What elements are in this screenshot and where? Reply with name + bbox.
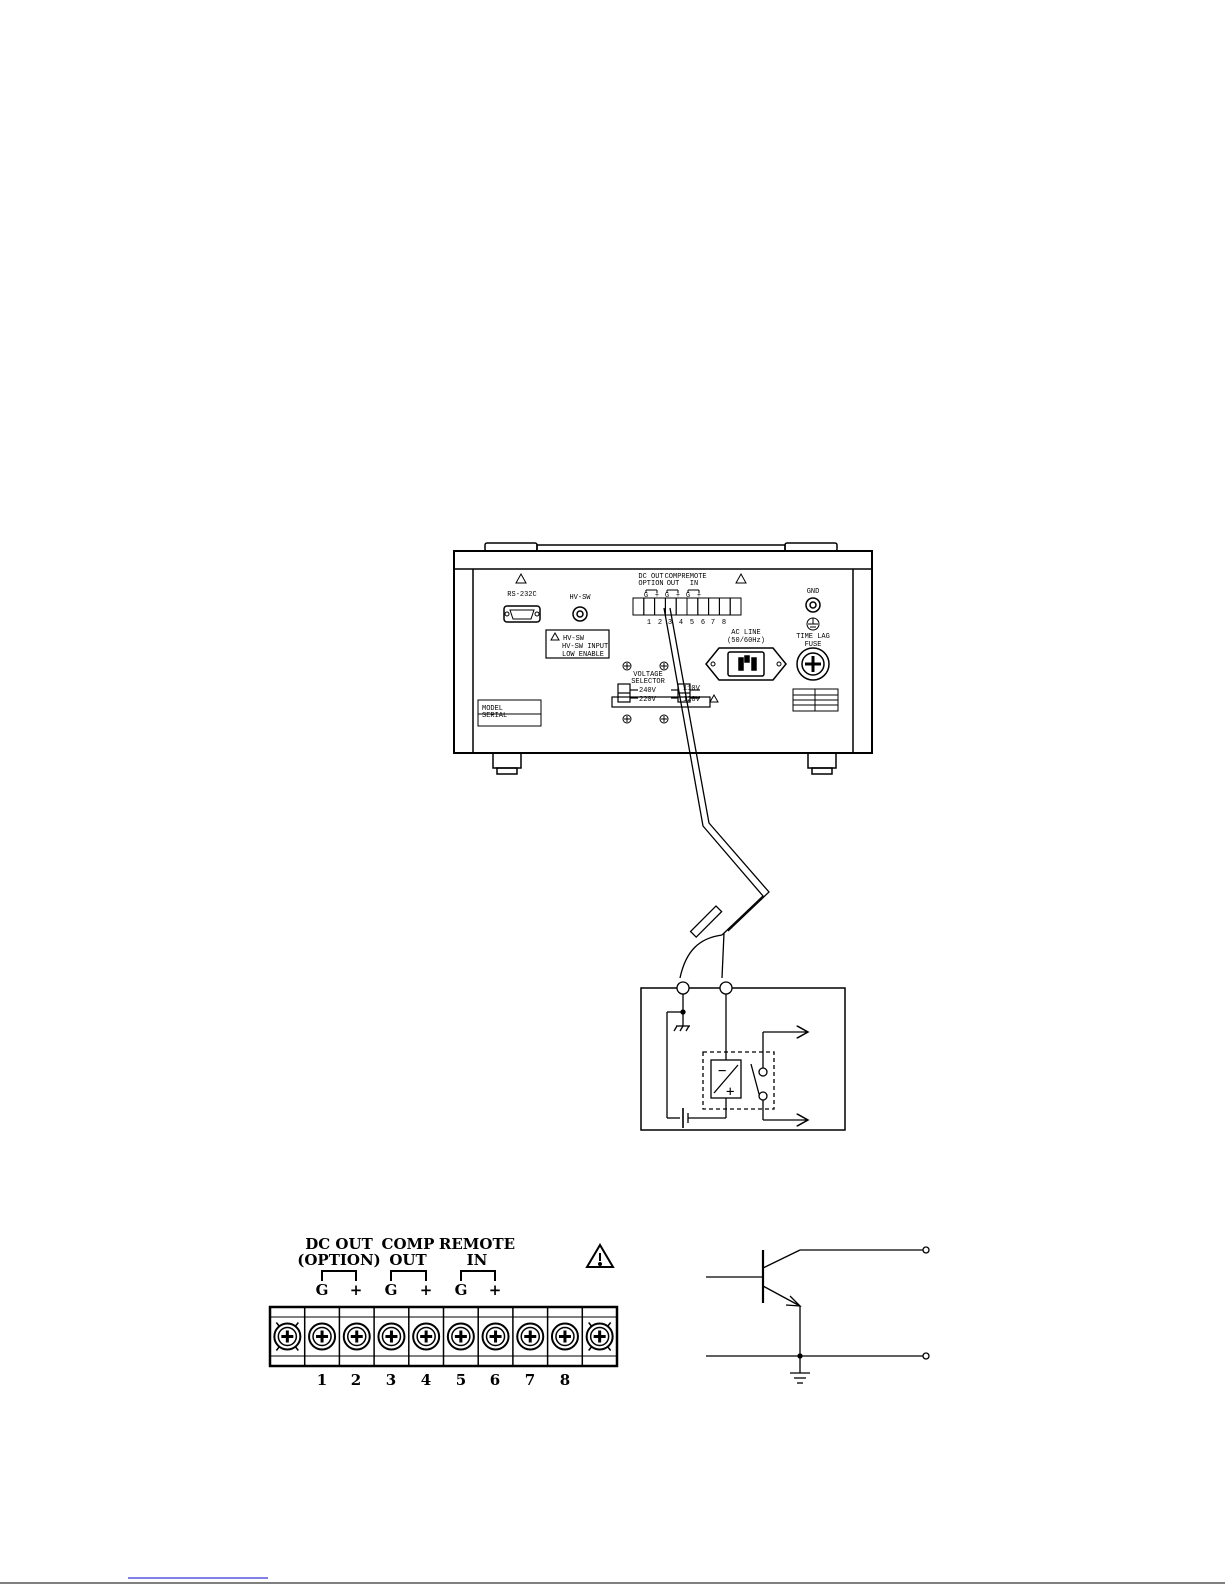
- plus-label-1: +: [350, 1281, 363, 1299]
- plus-label-small-2: +: [676, 592, 680, 600]
- g-label-small-1: G: [644, 592, 648, 600]
- v220-label: 220V: [639, 696, 657, 704]
- terminal-number: 1: [317, 1371, 327, 1389]
- option-label: (OPTION): [297, 1251, 381, 1269]
- terminal-number: 3: [386, 1371, 396, 1389]
- terminal-screw: [582, 1307, 612, 1366]
- ac-inlet[interactable]: [706, 648, 786, 680]
- voltage-selector[interactable]: [612, 684, 718, 707]
- terminal-number: 8: [560, 1371, 570, 1389]
- fuse-label: FUSE: [805, 641, 822, 649]
- serial-label: SERIAL: [482, 712, 507, 720]
- voltage-selector-label-2: SELECTOR: [631, 678, 665, 686]
- top-handle-left: [485, 543, 537, 551]
- plus-label-small-3: +: [697, 592, 701, 600]
- in-label-small: IN: [690, 580, 698, 588]
- terminal-screw[interactable]: [374, 1307, 404, 1366]
- terminal-number: 4: [421, 1371, 431, 1389]
- top-handle-right: [785, 543, 837, 551]
- cable-sleeve: [691, 906, 722, 937]
- hvsw-box-line-3: LOW ENABLE: [562, 651, 604, 659]
- rs232c-label: RS-232C: [507, 591, 536, 599]
- in-label: IN: [467, 1251, 488, 1269]
- emitter-lead: [763, 1286, 800, 1306]
- collector-terminal: [923, 1247, 929, 1253]
- terminal-screw[interactable]: [305, 1307, 335, 1366]
- small-terminal-number: 1: [647, 619, 651, 627]
- terminal-screw[interactable]: [548, 1307, 578, 1366]
- out-label: OUT: [389, 1251, 427, 1269]
- g-label-small-2: G: [665, 592, 669, 600]
- terminal-screws: [270, 1307, 613, 1366]
- terminal-number: 7: [525, 1371, 535, 1389]
- small-terminal-number: 6: [701, 619, 705, 627]
- foot-left: [493, 753, 521, 768]
- hvsw-jack[interactable]: [573, 607, 587, 621]
- terminal-screw: [270, 1307, 300, 1366]
- v240-label: 240V: [639, 687, 657, 695]
- small-terminal-number: 5: [690, 619, 694, 627]
- hvsw-box-line-1: HV-SW: [563, 635, 585, 643]
- gnd-label: GND: [807, 588, 820, 596]
- small-terminal-number: 3: [668, 619, 672, 627]
- small-terminal-number: 8: [722, 619, 726, 627]
- terminal-plus: [720, 982, 732, 994]
- common-terminal: [923, 1353, 929, 1359]
- g-label-2: G: [385, 1281, 398, 1299]
- option-label-small: OPTION: [638, 580, 663, 588]
- ac-line-label: AC LINE: [731, 629, 760, 637]
- fuse-holder[interactable]: [797, 648, 829, 680]
- relay-enclosure: [641, 988, 845, 1130]
- relay-plus: +: [726, 1084, 734, 1100]
- relay-minus: −: [718, 1063, 726, 1079]
- small-terminal-number: 4: [679, 619, 683, 627]
- foot-right: [808, 753, 836, 768]
- foot-right-base: [812, 768, 832, 774]
- terminal-screw[interactable]: [409, 1307, 439, 1366]
- terminal-number: 5: [456, 1371, 466, 1389]
- warning-icon-small: [736, 574, 746, 583]
- terminal-g: [677, 982, 689, 994]
- panel-top-band: [454, 551, 872, 569]
- out-label-small: OUT: [667, 580, 680, 588]
- terminal-number: 2: [351, 1371, 361, 1389]
- hvsw-box-line-2: HV-SW INPUT: [562, 643, 608, 651]
- g-label-3: G: [455, 1281, 468, 1299]
- time-lag-label: TIME LAG: [796, 633, 830, 641]
- g-label-small-3: G: [686, 592, 690, 600]
- hvsw-jack-label: HV-SW: [569, 594, 591, 602]
- plus-label-2: +: [420, 1281, 433, 1299]
- foot-left-base: [497, 768, 517, 774]
- fuse-rating-table: [793, 689, 838, 711]
- terminal-number: 6: [490, 1371, 500, 1389]
- collector-lead: [763, 1250, 800, 1268]
- ac-freq-label: (50/60Hz): [727, 637, 765, 645]
- gnd-terminal[interactable]: [806, 598, 820, 630]
- warning-icon-voltage: [710, 695, 718, 702]
- relay-circuit: [641, 982, 845, 1130]
- small-terminal-number: 7: [711, 619, 715, 627]
- terminal-screw[interactable]: [444, 1307, 474, 1366]
- small-terminal-number: 2: [658, 619, 662, 627]
- plus-label-3: +: [489, 1281, 502, 1299]
- terminal-screw[interactable]: [478, 1307, 508, 1366]
- terminal-screw[interactable]: [513, 1307, 543, 1366]
- open-collector-schematic: [706, 1247, 929, 1383]
- plus-label-small-1: +: [655, 592, 659, 600]
- terminal-screw[interactable]: [339, 1307, 369, 1366]
- g-label-1: G: [316, 1281, 329, 1299]
